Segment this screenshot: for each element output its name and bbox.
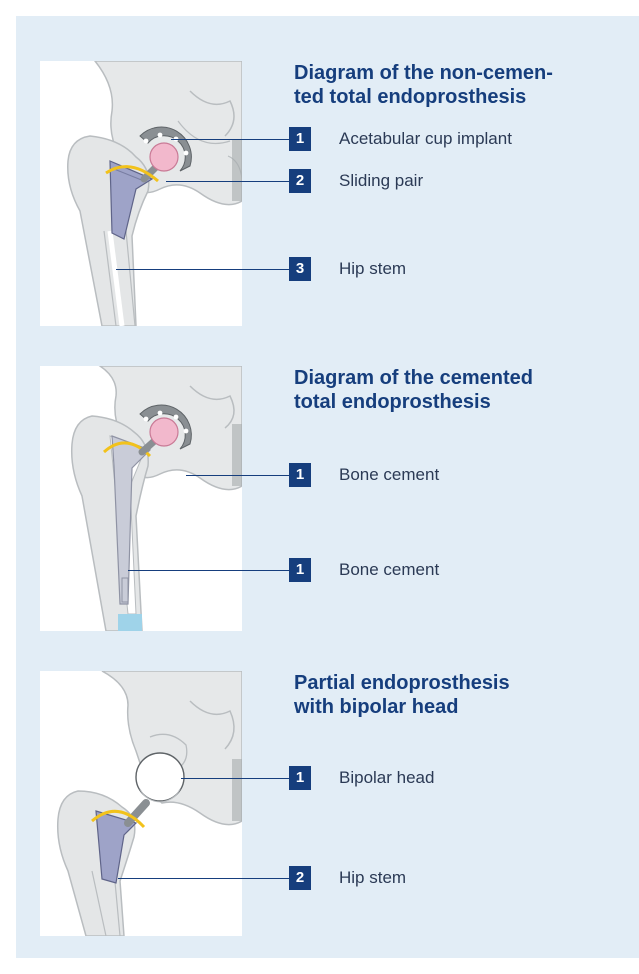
callout-number-badge: 1 bbox=[289, 463, 311, 487]
callout-label: Bone cement bbox=[339, 463, 439, 487]
leader-line bbox=[181, 778, 289, 779]
cemented-prosthesis-illustration bbox=[40, 366, 242, 631]
partial-prosthesis-illustration bbox=[40, 671, 242, 936]
callout-label: Acetabular cup implant bbox=[339, 127, 512, 151]
callout-number-badge: 2 bbox=[289, 169, 311, 193]
title-line: Partial endoprosthesis bbox=[294, 671, 594, 695]
callout-label: Bipolar head bbox=[339, 766, 434, 790]
title-line: with bipolar head bbox=[294, 695, 594, 719]
section-title: Diagram of the cemented total endoprosth… bbox=[294, 366, 594, 414]
callout-number-badge: 2 bbox=[289, 866, 311, 890]
callout-label: Sliding pair bbox=[339, 169, 423, 193]
callout-number-badge: 3 bbox=[289, 257, 311, 281]
leader-line bbox=[116, 269, 289, 270]
leader-line bbox=[118, 878, 289, 879]
title-line: ted total endoprosthesis bbox=[294, 85, 594, 109]
callout-label: Hip stem bbox=[339, 866, 406, 890]
section-title: Partial endoprosthesis with bipolar head bbox=[294, 671, 594, 719]
leader-line bbox=[128, 570, 289, 571]
leader-line bbox=[186, 475, 289, 476]
callout-number-badge: 1 bbox=[289, 766, 311, 790]
title-line: total endoprosthesis bbox=[294, 390, 594, 414]
title-line: Diagram of the non-cemen- bbox=[294, 61, 594, 85]
section-title: Diagram of the non-cemen- ted total endo… bbox=[294, 61, 594, 109]
section-cemented: Diagram of the cemented total endoprosth… bbox=[16, 321, 639, 611]
title-line: Diagram of the cemented bbox=[294, 366, 594, 390]
section-non-cemented: Diagram of the non-cemen- ted total endo… bbox=[16, 16, 639, 306]
leader-line bbox=[166, 181, 289, 182]
callout-label: Bone cement bbox=[339, 558, 439, 582]
non-cemented-prosthesis-illustration bbox=[40, 61, 242, 326]
section-partial: Partial endoprosthesis with bipolar head… bbox=[16, 626, 639, 916]
diagram-panel: Diagram of the non-cemen- ted total endo… bbox=[16, 16, 639, 958]
callout-number-badge: 1 bbox=[289, 127, 311, 151]
callout-number-badge: 1 bbox=[289, 558, 311, 582]
leader-line bbox=[171, 139, 289, 140]
callout-label: Hip stem bbox=[339, 257, 406, 281]
